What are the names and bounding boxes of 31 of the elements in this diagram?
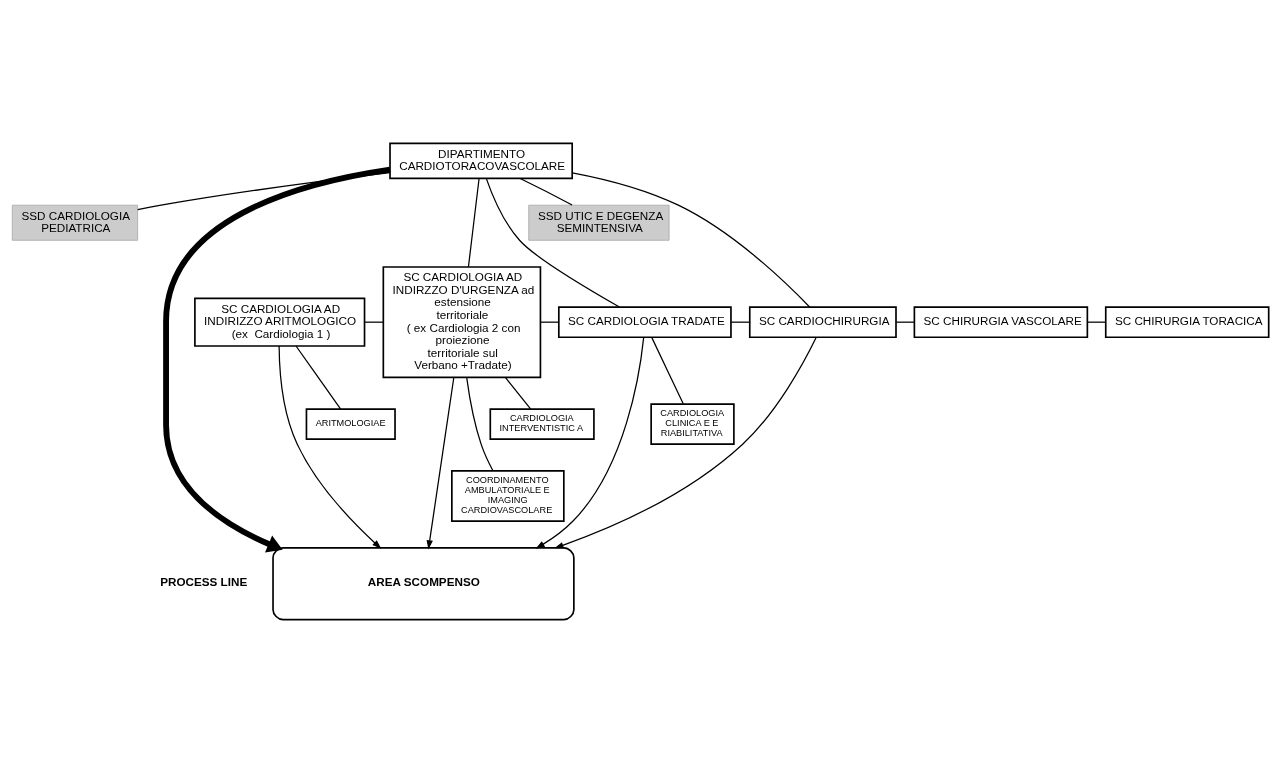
node-box: SC CARDIOLOGIA AD INDIRZZO D'URGENZA ad estensione territoriale ( ex Cardiologia 2 con proiezione territoriale sul Verbano +Tradate): [382, 265, 542, 378]
connector: [466, 376, 494, 471]
node-box: COORDINAMENTO AMBULATORIALE E IMAGING CARDIOVASCOLARE: [451, 469, 565, 522]
node-box: SSD UTIC E DEGENZA SEMINTENSIVA: [528, 204, 670, 241]
connector: [485, 177, 621, 308]
node-box: CARDIOLOGIA INTERVENTISTIC A: [489, 407, 595, 440]
arrow: [426, 376, 455, 549]
connector: [730, 321, 751, 323]
label: PROCESS LINE: [160, 574, 248, 588]
node-box: SC CHIRURGIA VASCOLARE: [913, 305, 1089, 338]
connector: [504, 376, 532, 409]
arrow: [535, 336, 645, 549]
node-box: DIPARTIMENTO CARDIOTORACOVASCOLARE: [389, 142, 574, 179]
connector: [295, 344, 342, 410]
arrow: [278, 344, 382, 549]
arrow: [554, 336, 817, 548]
node-box: SSD CARDIOLOGIA PEDIATRICA: [11, 204, 139, 241]
connector: [651, 336, 684, 404]
connector: [137, 171, 391, 210]
connector: [364, 321, 384, 323]
node-box: SC CHIRURGIA TORACICA: [1104, 305, 1270, 338]
connector: [467, 177, 480, 267]
connector: [519, 177, 573, 206]
node-box: ARITMOLOGIAE: [305, 407, 396, 440]
node-box: SC CARDIOCHIRURGIA: [748, 305, 897, 338]
node-box: AREA SCOMPENSO: [272, 546, 575, 620]
node-box: SC CARDIOLOGIA TRADATE: [558, 305, 732, 338]
connector: [571, 171, 811, 308]
node-box: CARDIOLOGIA CLINICA E E RIABILITATIVA: [650, 402, 735, 445]
node-box: SC CARDIOLOGIA AD INDIRIZZO ARITMOLOGICO (ex Cardiologia 1 ): [194, 297, 366, 347]
arrow: [163, 166, 391, 553]
